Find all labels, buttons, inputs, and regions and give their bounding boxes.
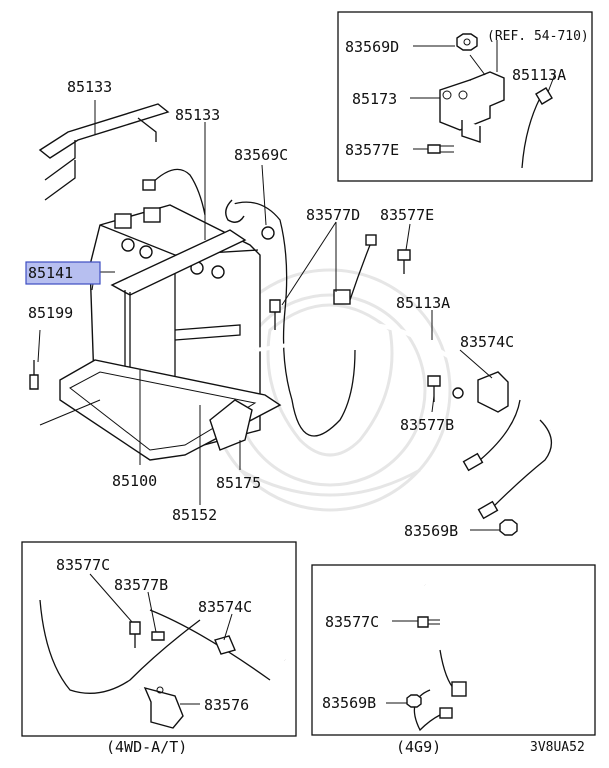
reference-inset: 83569D (REF. 54-710) 85173 85113A 83577E [337,11,593,182]
battery-post-negative [114,213,132,229]
label-85133-left: 85133 [67,78,112,96]
battery-post-positive [143,207,161,223]
inset-4wd-at: 83577C 83577B 83574C 83576 (4WD-A/T) [21,541,297,756]
highlight-85141 [25,261,101,285]
label-85173: 85173 [352,90,397,108]
label-83569D: 83569D [345,38,399,56]
nut-83569C [261,226,275,240]
bolt-at-83577C [129,621,141,635]
holddown-bar-85133 [38,103,170,159]
clamp-at-83574C [214,635,236,655]
label-85152: 85152 [172,506,217,524]
main-assembly [29,100,552,536]
label-at-83577B: 83577B [114,576,168,594]
label-at-83577C: 83577C [56,556,110,574]
cable-top [149,168,206,216]
inset-4wd-at-frame [21,541,297,737]
label-85113A-main: 85113A [396,294,450,312]
cable-ground [229,201,356,437]
label-83569C: 83569C [234,146,288,164]
bolt-4g9-83577C [417,616,429,628]
label-at-83574C: 83574C [198,598,252,616]
inset-4g9: 83577C 83569B (4G9) [311,564,596,756]
label-83577B-main: 83577B [400,416,454,434]
bolt-83577E [397,249,411,261]
cable-85113A-ref [521,97,541,169]
bracket-83576 [143,686,184,729]
reference-inset-frame [337,11,593,182]
connector-4g9 [451,681,467,697]
tray-bracket-85175 [209,399,253,451]
holddown-clamp-85141 [110,229,247,296]
bolt-85199 [29,374,39,390]
figure-code: 3V8UA52 [530,740,585,755]
label-85175: 85175 [216,474,261,492]
label-83577E-main: 83577E [380,206,434,224]
label-85133-right: 85133 [175,106,220,124]
label-83574C-main: 83574C [460,333,514,351]
label-4g9-83577C: 83577C [325,613,379,631]
label-83569B-main: 83569B [404,522,458,540]
nut-4g9-83569B [406,694,422,708]
nut-83569B [499,519,518,536]
label-4g9-83569B: 83569B [322,694,376,712]
label-85199: 85199 [28,304,73,322]
label-ref-note: (REF. 54-710) [487,29,589,44]
bracket-83574C [477,371,509,413]
label-at-83576: 83576 [204,696,249,714]
bolt-83577D [269,299,281,313]
label-85141: 85141 [28,264,73,282]
nut-83569D [456,33,478,51]
inset-4g9-frame [311,564,596,736]
label-83577D: 83577D [306,206,360,224]
bolt-83577B [427,375,441,387]
label-85100: 85100 [112,472,157,490]
watermark [208,268,452,512]
caption-4g9: (4G9) [396,738,441,756]
bolt-at-83577B [151,631,165,641]
label-ref-83577E: 83577E [345,141,399,159]
label-ref-85113A: 85113A [512,66,566,84]
caption-4wd-at: (4WD-A/T) [106,738,187,756]
bolt-83577E-ref [427,144,441,154]
